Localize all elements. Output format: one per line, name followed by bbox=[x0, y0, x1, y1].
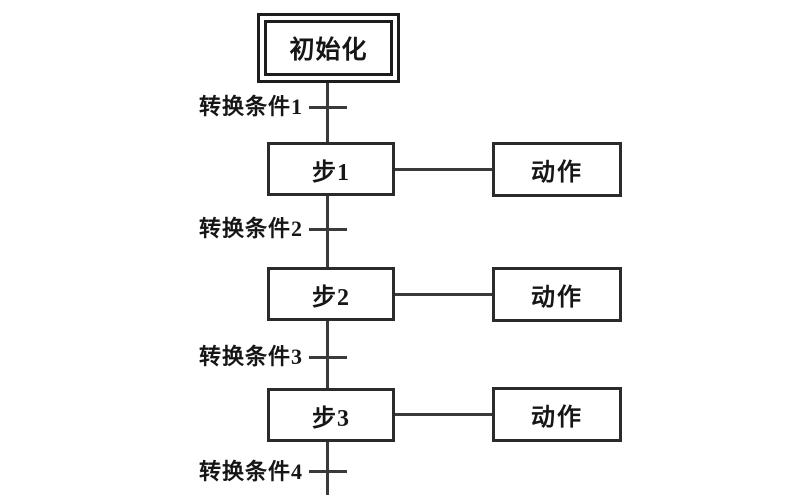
transition-label-1: 转换条件1 bbox=[198, 94, 303, 119]
transition-label-2: 转换条件2 bbox=[198, 216, 303, 241]
initial-step-inner-box: 初始化 bbox=[264, 20, 393, 76]
initial-step-label: 初始化 bbox=[289, 37, 368, 64]
step-box-3: 步3 bbox=[267, 388, 395, 442]
action-box-2: 动作 bbox=[492, 267, 622, 322]
transition-bar-4 bbox=[309, 470, 347, 473]
transition-bar-3 bbox=[309, 356, 347, 359]
step-box-2: 步2 bbox=[267, 267, 395, 321]
action-connector-1 bbox=[395, 168, 492, 171]
action-box-1: 动作 bbox=[492, 142, 622, 197]
action-box-3: 动作 bbox=[492, 387, 622, 442]
transition-label-4: 转换条件4 bbox=[198, 459, 303, 484]
transition-bar-2 bbox=[309, 228, 347, 231]
step-box-1: 步1 bbox=[267, 142, 395, 196]
transition-bar-1 bbox=[309, 106, 347, 109]
action-connector-3 bbox=[395, 413, 492, 416]
initial-step-box: 初始化 bbox=[257, 13, 400, 83]
action-connector-2 bbox=[395, 293, 492, 296]
transition-label-3: 转换条件3 bbox=[198, 344, 303, 369]
